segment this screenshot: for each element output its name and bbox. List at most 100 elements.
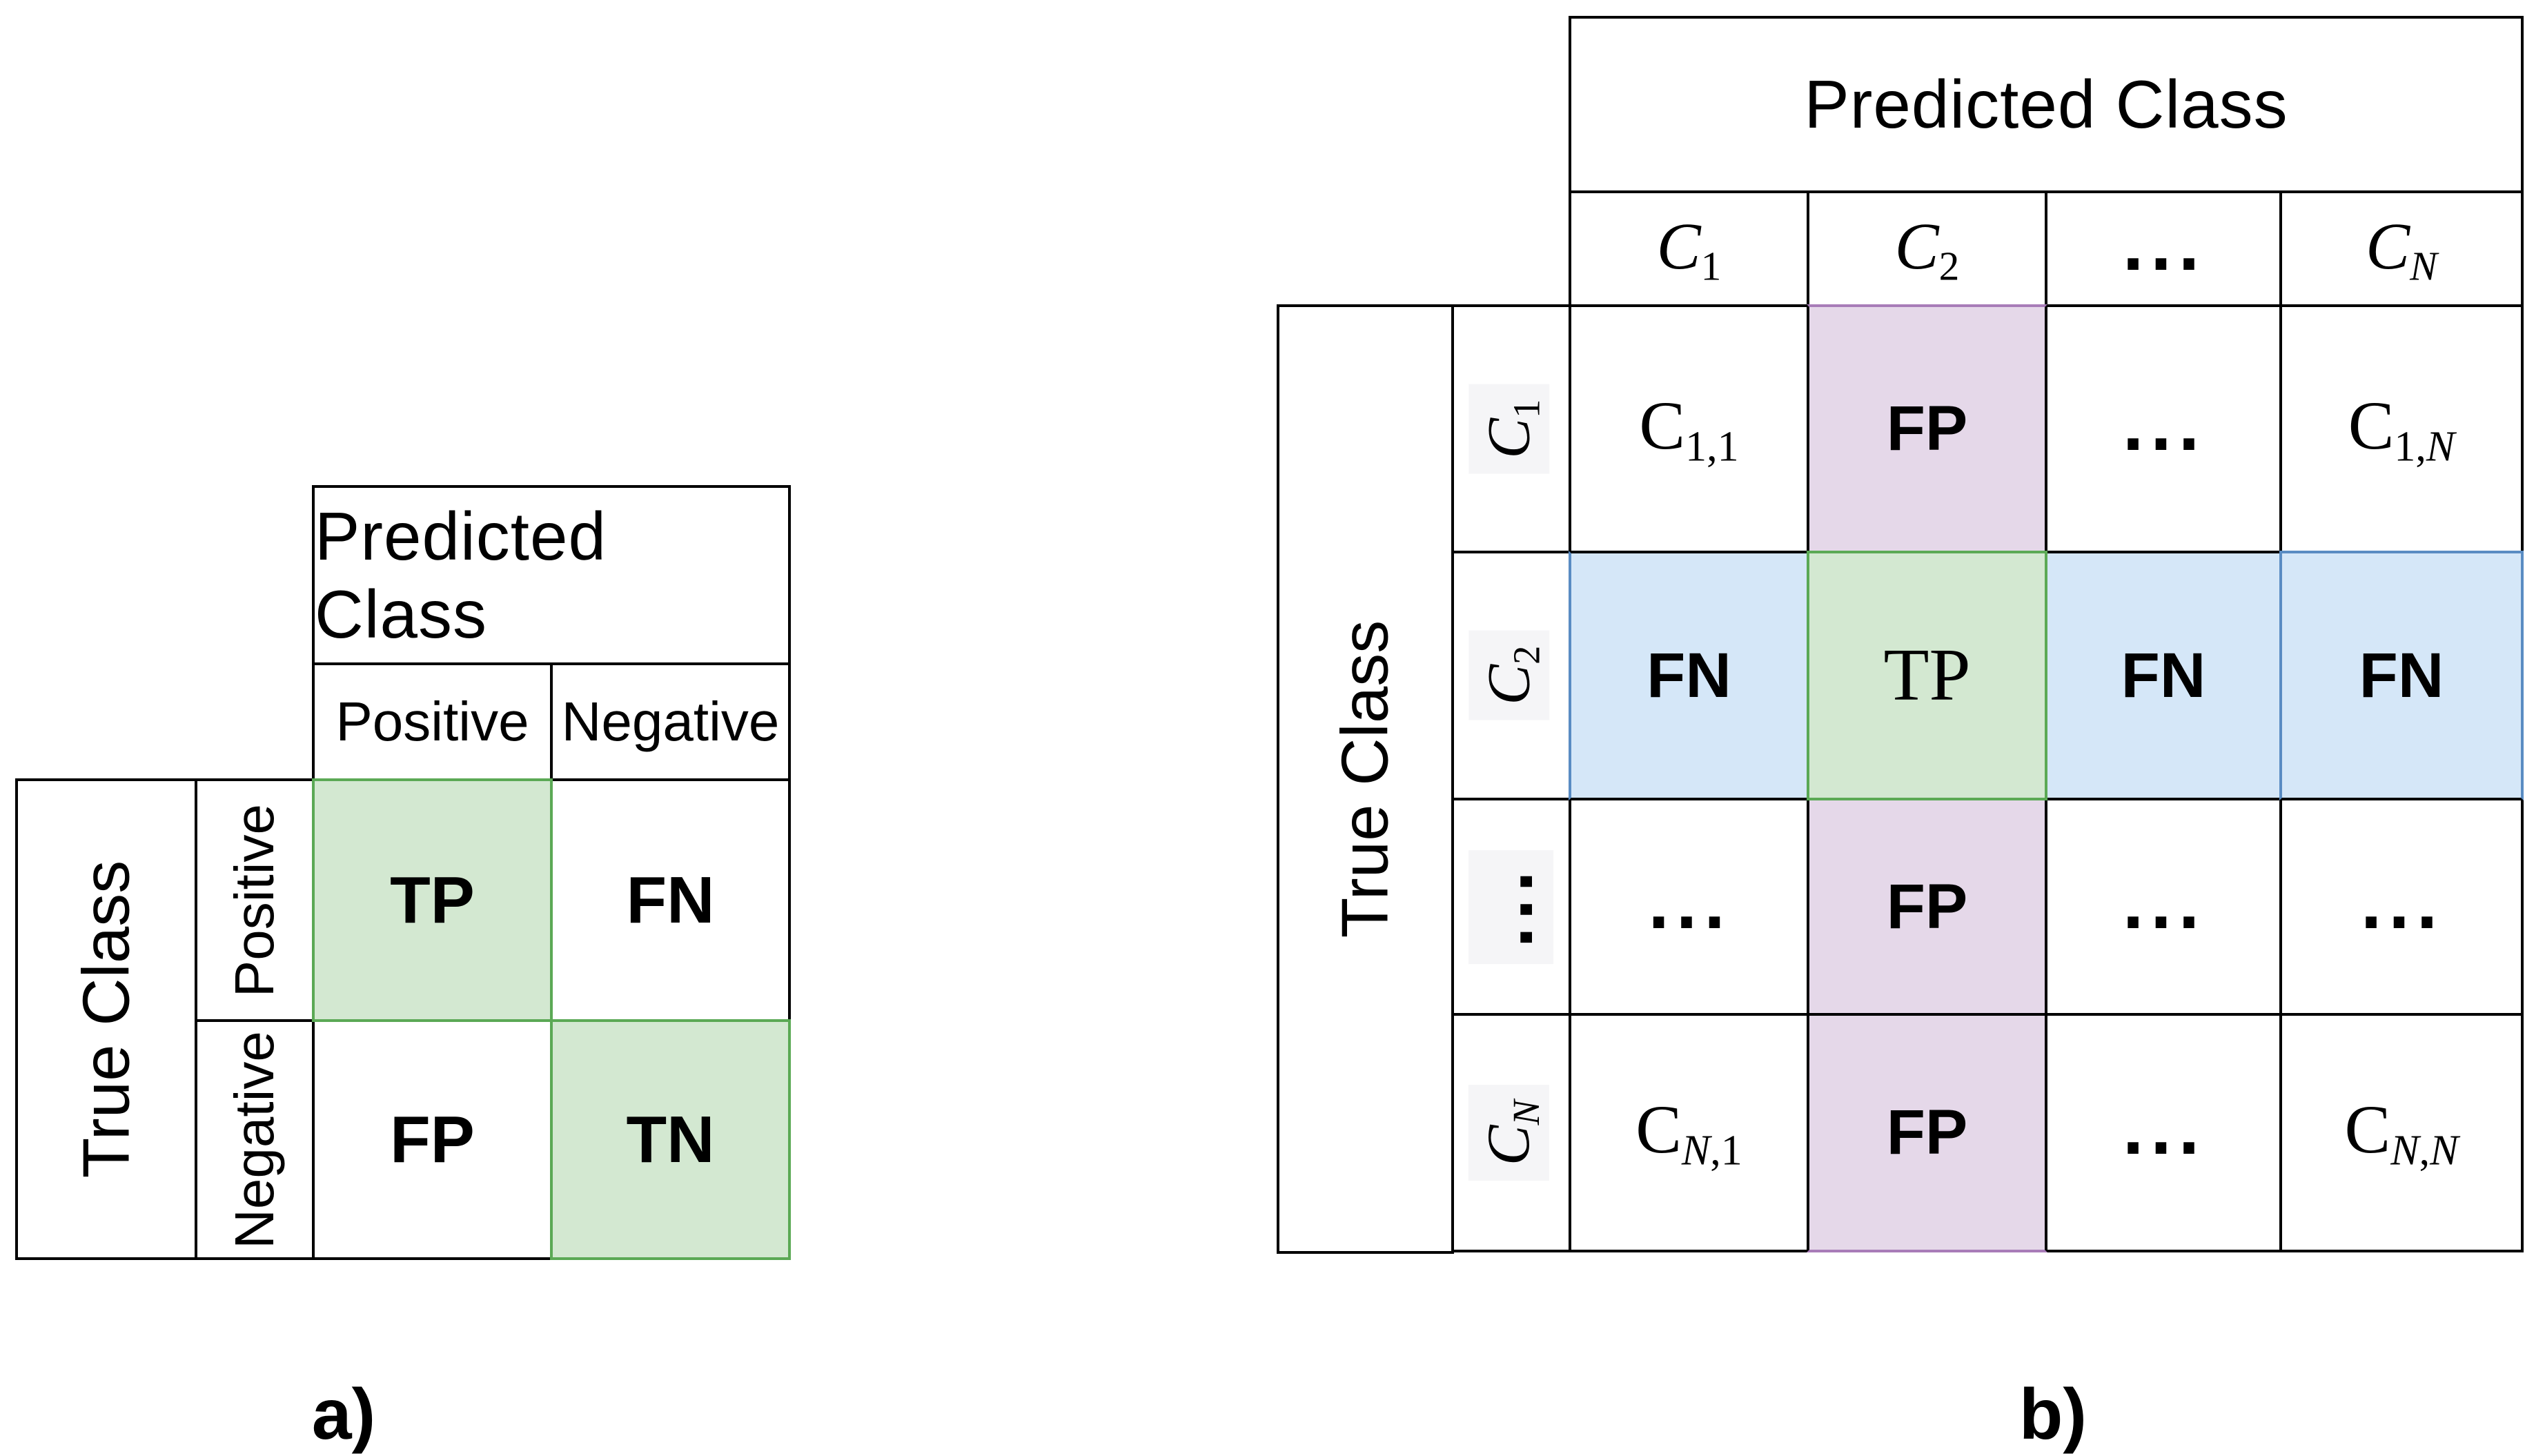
row-header-negative-label: Negative xyxy=(224,1030,285,1249)
true-class-label: True Class xyxy=(69,860,144,1179)
tp-b-value: TP xyxy=(1883,634,1971,716)
row-header-cN-label: CN xyxy=(1468,1084,1550,1181)
tn-value: TN xyxy=(626,1102,715,1177)
col-header-cN-label: CN xyxy=(2366,208,2437,291)
predicted-class-label-b: Predicted Class xyxy=(1804,66,2288,142)
c11-base: C xyxy=(1639,387,1686,464)
col-header-negative-label: Negative xyxy=(561,691,780,752)
cNN-value: CN,N xyxy=(2345,1090,2459,1175)
panel-b-true-class-header: True Class xyxy=(1277,304,1454,1254)
cell-fp-top: FP xyxy=(1807,304,2047,553)
fp-mid-value: FP xyxy=(1886,871,1968,942)
panel-b-col-header-c1: C1 xyxy=(1569,190,1809,307)
panel-b-caption-text: b) xyxy=(2018,1374,2087,1455)
row-header-dots-label: ... xyxy=(1468,849,1554,964)
cell-c11: C1,1 xyxy=(1569,304,1809,553)
fp-cell: FP xyxy=(312,1019,553,1260)
c2-sub: 2 xyxy=(1938,243,1960,289)
cNN-base: C xyxy=(2344,1091,2391,1168)
cell-dots-r3c: ... xyxy=(2279,798,2524,1016)
cell-c1N: C1,N xyxy=(2279,304,2524,553)
fp-value: FP xyxy=(390,1102,475,1177)
c1-base: C xyxy=(1656,208,1701,283)
fn-value: FN xyxy=(626,863,715,937)
predicted-class-label: Predicted Class xyxy=(315,498,607,652)
panel-a-predicted-class-header: Predicted Class xyxy=(312,485,791,665)
fn-cell: FN xyxy=(550,778,791,1022)
panel-b-predicted-class-header: Predicted Class xyxy=(1569,16,2524,193)
tp-value: TP xyxy=(390,863,475,937)
c1N-subN: N xyxy=(2426,423,2455,471)
c2-base: C xyxy=(1894,208,1939,283)
fn-1-value: FN xyxy=(1647,640,1731,711)
panel-b-col-header-cN: CN xyxy=(2279,190,2524,307)
row-c1-base: C xyxy=(1475,417,1543,459)
col-header-c2-label: C2 xyxy=(1895,208,1960,291)
fn-2-value: FN xyxy=(2121,640,2206,711)
tn-cell: TN xyxy=(550,1019,791,1260)
row-header-positive-label: Positive xyxy=(224,803,285,997)
cNN-comma: , xyxy=(2419,1127,2430,1174)
fp-bottom-value: FP xyxy=(1886,1097,1968,1168)
cell-dots-r1: ... xyxy=(2045,304,2282,553)
cell-fn-3: FN xyxy=(2279,551,2524,800)
col-header-c1-label: C1 xyxy=(1657,208,1722,291)
cNN-subN2: N xyxy=(2430,1127,2459,1174)
row-c2-sub: 2 xyxy=(1505,646,1548,665)
panel-a-true-class-header: True Class xyxy=(15,778,197,1260)
col-header-dots-label: ... xyxy=(2121,213,2205,284)
dots-r1-value: ... xyxy=(2121,393,2205,464)
fn-3-value: FN xyxy=(2359,640,2444,711)
panel-a-row-header-negative: Negative xyxy=(195,1019,315,1260)
cell-dots-r4: ... xyxy=(2045,1013,2282,1252)
cell-tp-b: TP xyxy=(1807,551,2047,800)
tp-cell: TP xyxy=(312,778,553,1022)
cNN-subN1: N xyxy=(2390,1127,2419,1174)
panel-b-row-header-c1: C1 xyxy=(1451,304,1571,553)
panel-b-col-header-dots: ... xyxy=(2045,190,2282,307)
cN1-base: C xyxy=(1635,1091,1682,1168)
row-c2-base: C xyxy=(1475,665,1543,705)
dots-r4-value: ... xyxy=(2121,1097,2205,1168)
cell-cNN: CN,N xyxy=(2279,1013,2524,1252)
c11-sub: 1,1 xyxy=(1685,423,1739,471)
cN1-sub1: ,1 xyxy=(1710,1127,1742,1174)
panel-a-caption: a) xyxy=(240,1370,447,1456)
row-cN-sub: N xyxy=(1505,1099,1548,1125)
panel-b-row-header-dots: ... xyxy=(1451,798,1571,1016)
row-c1-sub: 1 xyxy=(1505,399,1548,418)
cN-sub: N xyxy=(2410,243,2437,289)
cN1-value: CN,1 xyxy=(1635,1090,1742,1175)
c1N-base: C xyxy=(2348,387,2395,464)
panel-a-row-header-positive: Positive xyxy=(195,778,315,1022)
c11-value: C1,1 xyxy=(1639,386,1738,471)
cN-base: C xyxy=(2366,208,2410,283)
row-cN-base: C xyxy=(1475,1125,1543,1166)
true-class-label-b: True Class xyxy=(1328,620,1402,938)
panel-b-row-header-c2: C2 xyxy=(1451,551,1571,800)
panel-b-col-header-c2: C2 xyxy=(1807,190,2047,307)
col-header-positive-label: Positive xyxy=(335,691,529,752)
c1N-sub1: 1, xyxy=(2394,423,2426,471)
c1-sub: 1 xyxy=(1700,243,1722,289)
panel-b-caption: b) xyxy=(1949,1370,2156,1456)
row-header-c2-label: C2 xyxy=(1468,631,1550,720)
panel-a-col-header-positive: Positive xyxy=(312,662,553,781)
cell-fn-2: FN xyxy=(2045,551,2282,800)
cN1-subN: N xyxy=(1681,1127,1711,1174)
fp-top-value: FP xyxy=(1886,393,1968,464)
cell-fp-mid: FP xyxy=(1807,798,2047,1016)
cell-cN1: CN,1 xyxy=(1569,1013,1809,1252)
panel-a-caption-text: a) xyxy=(311,1374,376,1455)
cell-dots-r3b: ... xyxy=(2045,798,2282,1016)
dots-r3b-value: ... xyxy=(2121,871,2205,943)
dots-r3a-value: ... xyxy=(1647,871,1731,943)
cell-dots-r3a: ... xyxy=(1569,798,1809,1016)
dots-r3c-value: ... xyxy=(2359,871,2444,943)
cell-fn-1: FN xyxy=(1569,551,1809,800)
cell-fp-bottom: FP xyxy=(1807,1013,2047,1252)
panel-b-row-header-cN: CN xyxy=(1451,1013,1571,1252)
row-header-c1-label: C1 xyxy=(1468,384,1550,474)
c1N-value: C1,N xyxy=(2348,386,2455,471)
